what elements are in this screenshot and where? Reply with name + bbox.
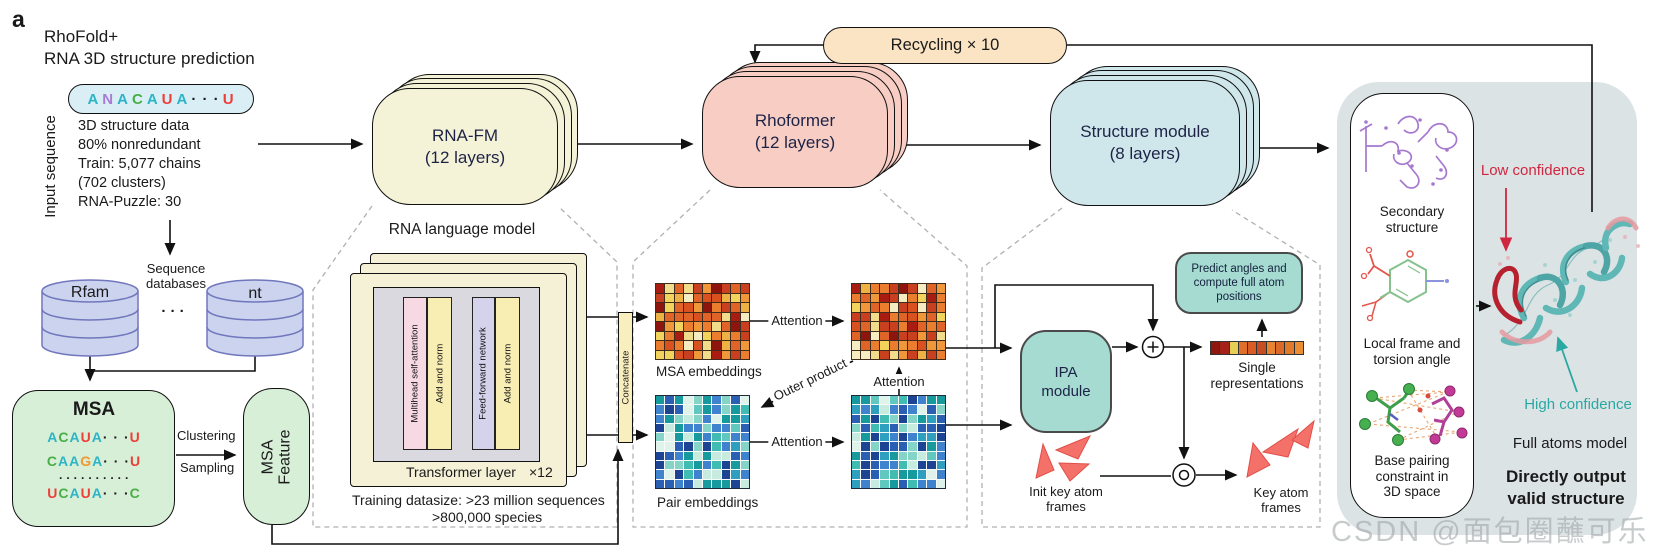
init-key-atom-frames-icon [1035, 435, 1092, 482]
msa-row: ACAUA· · ·U [47, 429, 141, 445]
rna-language-model-title: RNA language model [388, 221, 536, 238]
msa-embeddings-heatmap [655, 283, 750, 360]
rna-fm-module: RNA-FM(12 layers) [372, 88, 558, 205]
rhoformer-module: Rhoformer(12 layers) [702, 76, 888, 188]
clustering-label: Clustering [177, 428, 236, 443]
attention-label: Attention [768, 434, 826, 449]
transformer-times-label: ×12 [529, 464, 553, 480]
high-confidence-label: High confidence [1524, 396, 1632, 413]
database-label-rfam: Rfam [70, 284, 110, 301]
database-dots: · · · [161, 303, 185, 320]
msa-embeddings-label: MSA embeddings [656, 364, 762, 379]
panel-label: a [12, 6, 25, 32]
msa-row: UCAUA· · ·C [47, 485, 141, 501]
dataset-info-line: (702 clusters) [78, 175, 166, 191]
dataset-info-line: 80% nonredundant [78, 137, 201, 153]
sampling-label: Sampling [180, 460, 235, 475]
pair-embeddings-label: Pair embeddings [657, 495, 759, 510]
compose-operator-icon [1172, 463, 1196, 487]
database-label-nt: nt [248, 285, 262, 302]
msa-box: MSA ACAUA· · ·U CAAGA· · ·U · · · · · · … [12, 390, 175, 527]
transformer-layer-label: Transformer layer [406, 464, 516, 480]
plus-operator-icon [1141, 335, 1165, 359]
multihead-self-attention-bar: Multihead self-attention [403, 297, 427, 450]
msa-embeddings-heatmap-updated [851, 283, 946, 360]
single-representations-strip [1210, 341, 1304, 355]
msa-row: · · · · · · · · · · [59, 471, 129, 485]
concatenate-bar: Concatenate [618, 312, 633, 443]
training-datasize-line1: Training datasize: >23 million sequences [352, 492, 605, 508]
add-and-norm-bar: Add and norm [495, 297, 520, 450]
watermark: CSDN @面包圈蘸可乐 [1331, 516, 1649, 548]
full-atoms-model-label: Full atoms model [1512, 435, 1628, 452]
attention-label: Attention [870, 374, 928, 389]
dataset-info-line: 3D structure data [78, 118, 190, 134]
dataset-info-line: Train: 5,077 chains [78, 156, 201, 172]
feed-forward-network-bar: Feed-forward network [472, 297, 495, 450]
key-atom-frames-icon [1246, 419, 1315, 478]
dataset-info-line: RNA-Puzzle: 30 [78, 194, 182, 210]
low-confidence-label: Low confidence [1480, 162, 1586, 179]
msa-row: CAAGA· · ·U [46, 453, 142, 469]
msa-title: MSA [72, 399, 116, 420]
pair-embeddings-heatmap [655, 395, 750, 489]
attention-label: Attention [768, 313, 826, 328]
training-datasize-line2: >800,000 species [432, 509, 543, 525]
recycling-pill: Recycling × 10 [823, 27, 1067, 64]
pair-embeddings-heatmap-updated [851, 395, 946, 489]
figure-title-line1: RhoFold+ [44, 27, 119, 46]
input-sequence-vertical-label: Input sequence [41, 114, 59, 218]
outer-product-label: Outer product [768, 354, 852, 405]
figure-title-line2: RNA 3D structure prediction [44, 49, 255, 68]
add-and-norm-bar: Add and norm [427, 297, 452, 450]
structure-module: Structure module(8 layers) [1050, 80, 1240, 206]
